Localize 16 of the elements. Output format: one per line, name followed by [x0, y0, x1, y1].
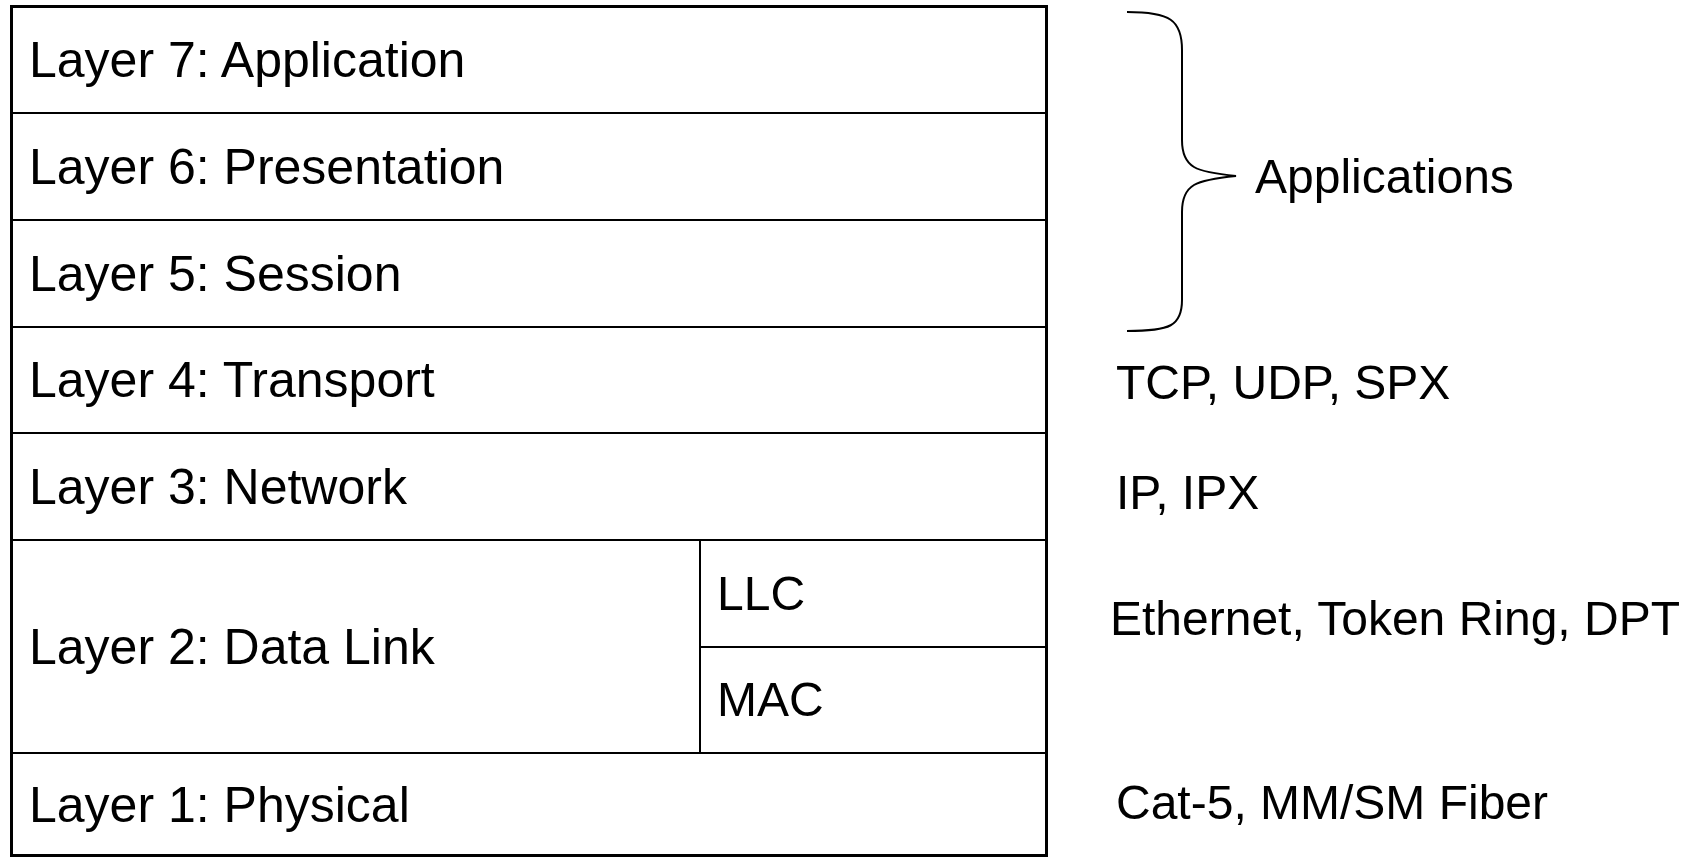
group-label: Applications	[1255, 149, 1515, 205]
layer-label: Layer 2: Data Link	[29, 621, 435, 672]
sublayer-box	[699, 541, 1045, 648]
protocol-label: TCP, UDP, SPX	[1116, 355, 1452, 411]
protocol-label: Ethernet, Token Ring, DPT	[1108, 591, 1682, 647]
layer-label: Layer 3: Network	[29, 461, 407, 512]
layer-row	[13, 541, 1045, 754]
sublayer-label: LLC	[717, 569, 806, 618]
layer-label: Layer 4: Transport	[29, 355, 435, 405]
sublayer-label: MAC	[717, 676, 824, 724]
layer-label: Layer 1: Physical	[29, 779, 410, 830]
layer-label: Layer 7: Application	[29, 35, 466, 85]
layer-label: Layer 5: Session	[29, 248, 402, 299]
protocol-label: IP, IPX	[1116, 465, 1261, 521]
protocol-label: Cat-5, MM/SM Fiber	[1116, 775, 1550, 831]
layer-label: Layer 6: Presentation	[29, 141, 505, 192]
